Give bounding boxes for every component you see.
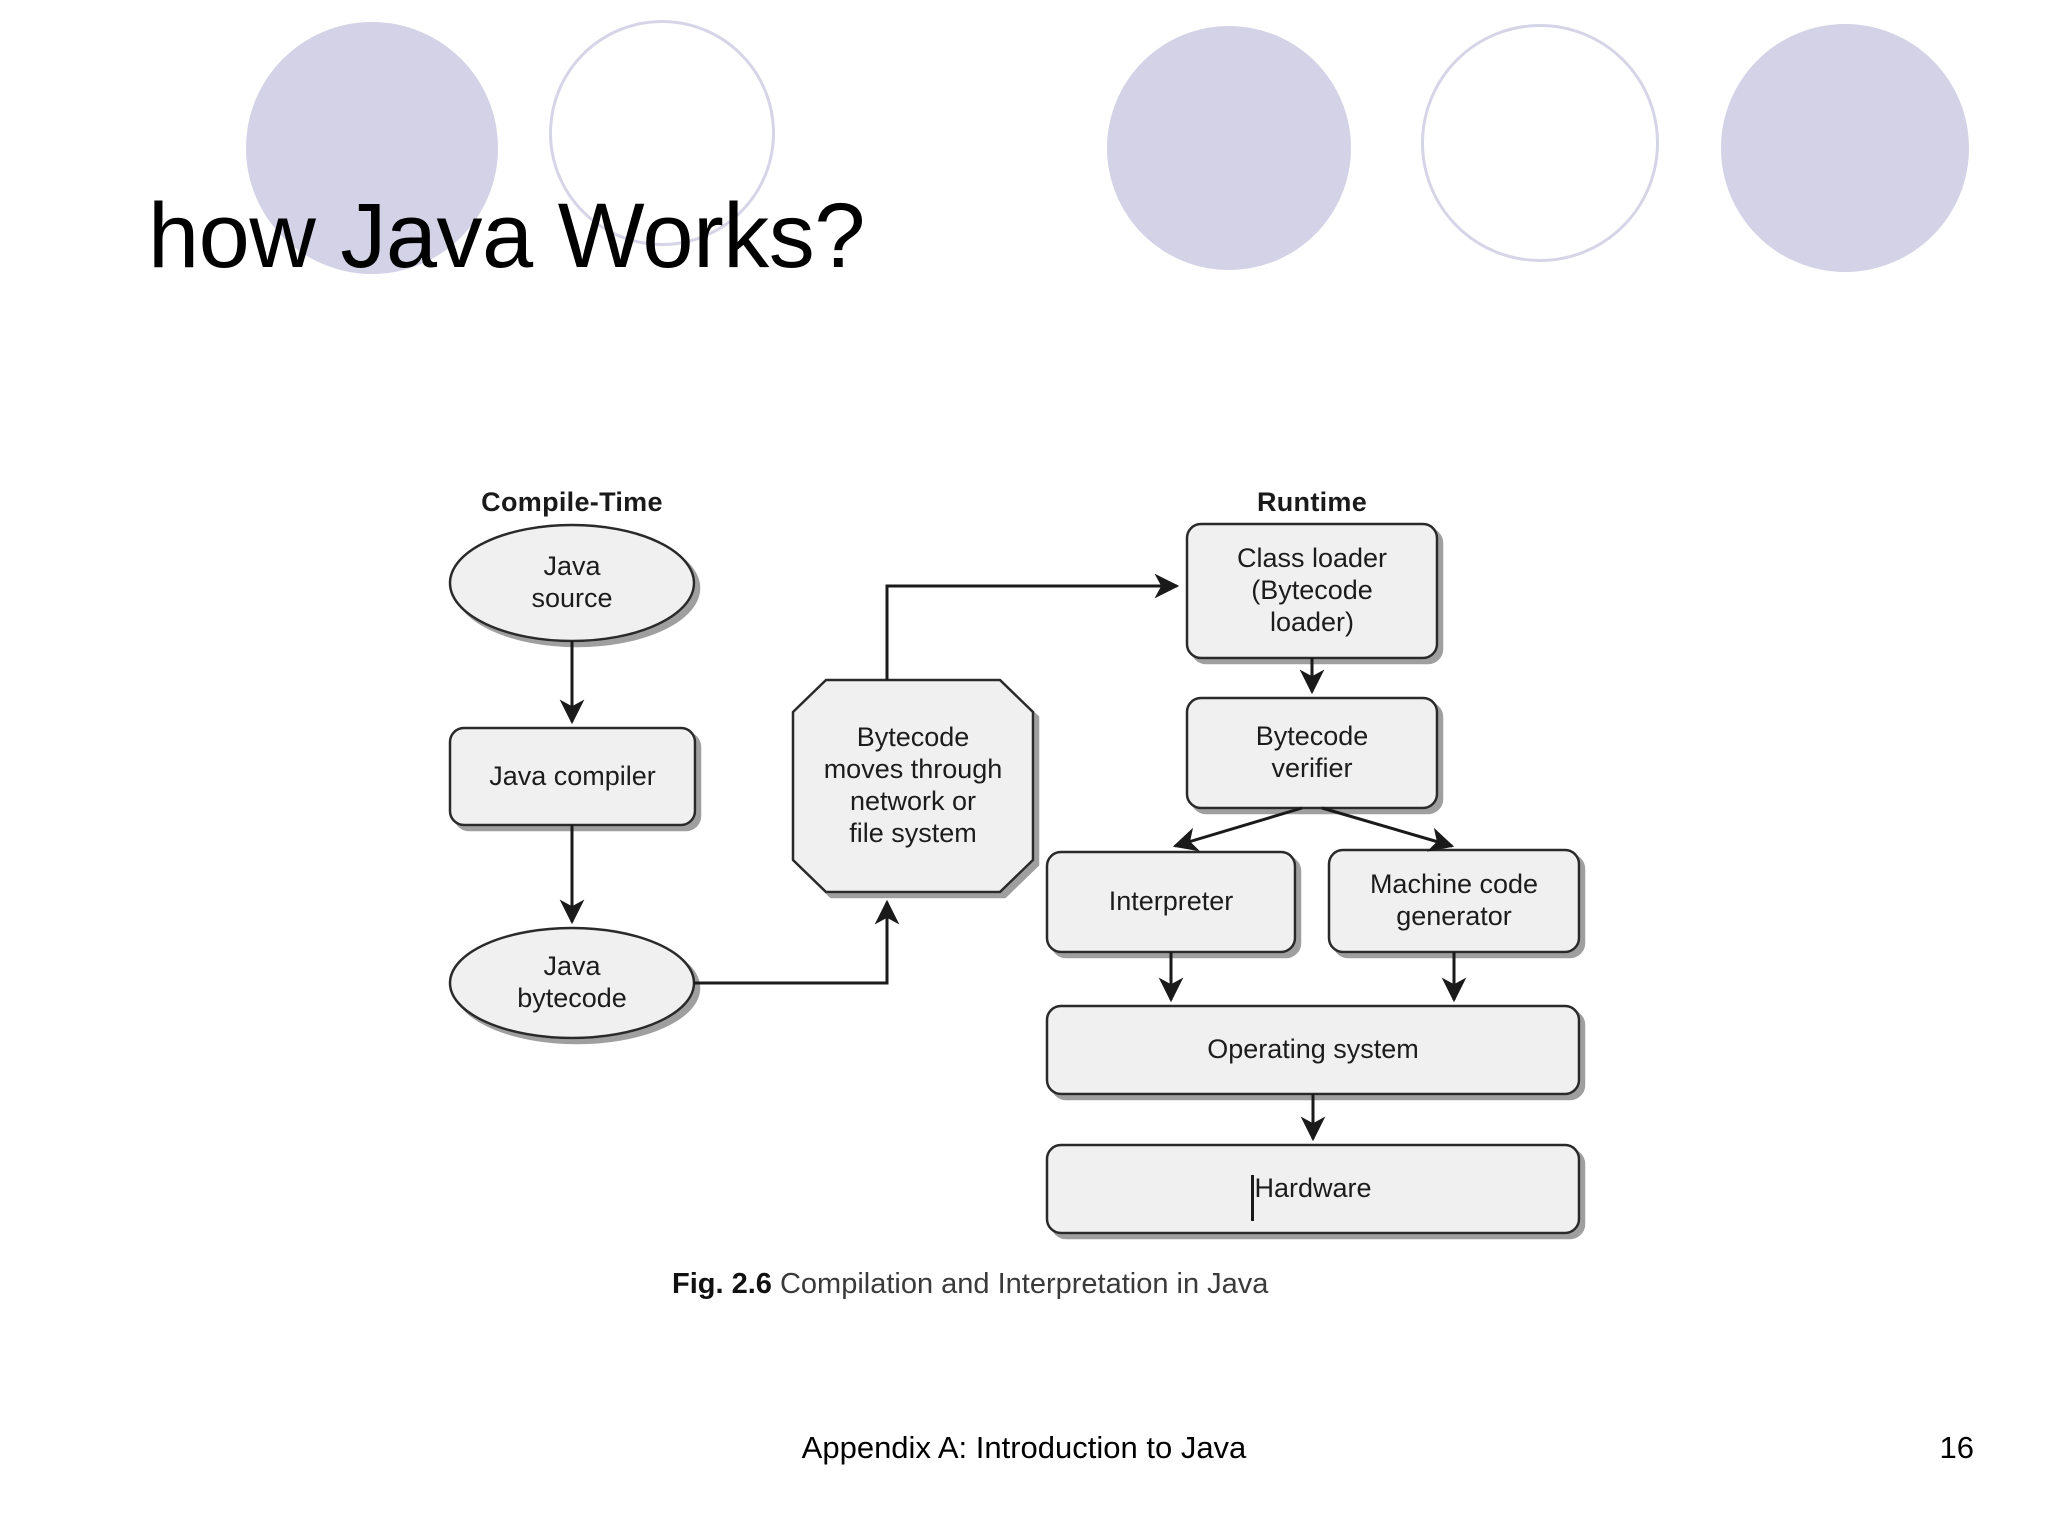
node-java-compiler (448, 726, 697, 827)
edge-transit-to-classloader (885, 573, 1180, 680)
edge-verifier-to-interpreter (1172, 806, 1303, 852)
node-bytecode-verifier (1185, 696, 1439, 810)
node-java-source (448, 523, 696, 643)
node-interpreter (1045, 850, 1297, 954)
edge-bytecode-to-transit (694, 899, 900, 985)
section-header-compile-time: Compile-Time (481, 487, 663, 517)
figure-number: Fig. 2.6 (672, 1268, 772, 1300)
node-operating-system (1045, 1004, 1581, 1096)
node-java-bytecode (448, 926, 696, 1040)
node-bytecode-transit (791, 678, 1035, 894)
page-number: 16 (1939, 1430, 1974, 1465)
edge-verifier-to-machinecode (1321, 806, 1455, 852)
slide-footer: Appendix A: Introduction to Java (801, 1430, 1247, 1465)
node-machine-code-generator (1327, 848, 1581, 954)
figure-caption-text: Compilation and Interpretation in Java (779, 1268, 1269, 1300)
section-header-runtime: Runtime (1256, 487, 1368, 517)
node-hardware (1045, 1143, 1581, 1235)
text-cursor-artifact (1251, 1175, 1254, 1221)
node-class-loader (1185, 522, 1439, 660)
figure-caption: Fig. 2.6 Compilation and Interpretation … (672, 1268, 1268, 1301)
page-title: how Java Works? (148, 184, 865, 287)
